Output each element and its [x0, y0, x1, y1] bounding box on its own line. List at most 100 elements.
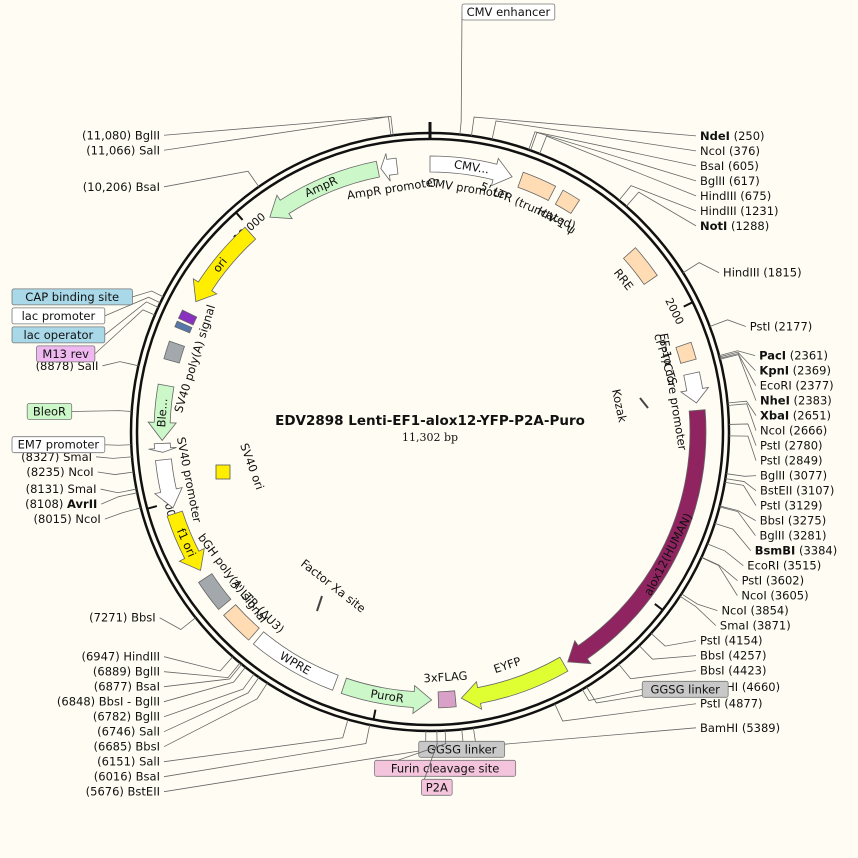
site-right-11: EcoRI (2377) [760, 379, 834, 393]
feature-9 [340, 677, 433, 715]
site-leader-left-6 [100, 488, 137, 494]
site-right-13: XbaI (2651) [760, 409, 831, 423]
site-leader-left-9 [159, 617, 196, 630]
site-right-14: NcoI (2666) [760, 424, 827, 438]
boxed-label-5: CAP binding site [25, 290, 119, 304]
boxed-label-1: GGSG linker [650, 682, 720, 696]
site-right-9: PacI (2361) [759, 349, 828, 363]
site-right-8: PstI (2177) [750, 320, 813, 334]
site-leader-left-17 [163, 719, 349, 763]
site-leader-left-2 [163, 170, 260, 188]
boxed-leader-9 [71, 410, 132, 412]
site-leader-left-5 [97, 471, 134, 475]
boxed-label-10: EM7 promoter [18, 438, 100, 452]
feature-15 [148, 442, 177, 453]
boxed-label-8: M13 rev [42, 347, 89, 361]
site-leader-left-10 [163, 656, 234, 672]
site-left-6: (8131) SmaI [26, 482, 97, 496]
boxed-leader-8 [94, 309, 156, 355]
boxed-label-7: lac operator [24, 328, 94, 342]
boxed-leader-5 [132, 290, 164, 298]
inner-label-factor-xa: Factor Xa site [298, 556, 368, 615]
site-right-17: BglII (3077) [760, 469, 827, 483]
site-right-5: HindIII (1231) [700, 204, 779, 218]
boxed-label-bg-10 [11, 436, 106, 454]
site-leader-right-10 [719, 351, 756, 371]
site-leader-right-12 [719, 354, 757, 401]
site-left-15: (6746) SalI [97, 725, 160, 739]
feature-16 [147, 383, 177, 442]
site-left-4: (8327) SmaI [21, 450, 92, 464]
site-leader-right-5 [618, 185, 697, 212]
plasmid-title: EDV2898 Lenti-EF1-alox12-YFP-P2A-Puro [275, 413, 585, 429]
feature-2 [554, 189, 581, 215]
feature-13 [166, 510, 205, 572]
site-right-22: BsmBI (3384) [755, 544, 838, 558]
feature-18 [174, 320, 193, 334]
site-leader-right-23 [707, 543, 744, 566]
site-right-32: PstI (4877) [700, 697, 763, 711]
site-leader-right-3 [530, 132, 697, 182]
site-leader-right-16 [728, 435, 757, 461]
site-leader-right-2 [528, 131, 697, 167]
site-right-2: BsaI (605) [700, 159, 759, 173]
site-right-28: PstI (4154) [700, 634, 763, 648]
site-right-16: PstI (2849) [760, 454, 823, 468]
boxed-label-2: GGSG linker [427, 742, 497, 756]
site-leader-left-18 [163, 724, 371, 778]
site-leader-left-11 [163, 662, 241, 679]
boxed-label-bg-3 [374, 759, 517, 777]
site-leader-right-13 [727, 400, 757, 416]
site-leader-right-27 [679, 595, 717, 626]
site-left-9: (7271) BbsI [89, 611, 155, 625]
boxed-label-3: Furin cleavage site [391, 761, 499, 775]
feature-11 [223, 604, 260, 641]
boxed-leader-1 [581, 688, 643, 701]
boxed-leader-6 [104, 296, 161, 317]
site-left-2: (10,206) BsaI [83, 180, 160, 194]
feature-name-16: Ble... [154, 398, 170, 428]
site-leader-right-22 [714, 522, 752, 551]
feature-10 [252, 631, 339, 691]
boxed-label-0: CMV enhancer [467, 5, 551, 19]
site-leader-right-26 [681, 593, 718, 612]
feature-name-9: PuroR [370, 686, 405, 705]
site-leader-left-14 [163, 673, 255, 718]
site-leader-right-15 [728, 423, 757, 446]
feature-17 [163, 340, 186, 364]
site-leader-right-30 [618, 663, 697, 680]
boxed-label-bg-1 [641, 680, 729, 698]
site-right-33: BamHI (5389) [700, 721, 780, 735]
feature-14 [153, 458, 183, 509]
site-left-17: (6151) SalI [97, 755, 160, 769]
boxed-label-bg-9 [26, 403, 73, 420]
feature-name-0: CMV... [453, 157, 490, 176]
site-left-14: (6782) BglII [93, 710, 160, 724]
boxed-label-6: lac promoter [22, 309, 96, 323]
site-right-27: SmaI (3871) [720, 619, 791, 633]
site-right-1: NcoI (376) [700, 144, 760, 158]
tick-1 [654, 603, 664, 611]
site-leader-right-20 [719, 505, 756, 521]
site-leader-left-3 [102, 361, 139, 367]
kozak-mark [639, 397, 649, 409]
site-right-29: BbsI (4257) [700, 649, 766, 663]
boxed-leader-10 [104, 444, 132, 446]
feature-4 [675, 341, 697, 364]
feature-21 [269, 160, 380, 220]
site-right-21: BglII (3281) [759, 529, 826, 543]
site-leader-left-12 [163, 663, 242, 688]
site-leader-left-4 [95, 456, 133, 459]
site-right-7: HindIII (1815) [723, 266, 802, 280]
feature-label-7: EYFP [492, 654, 523, 676]
plasmid-size: 11,302 bp [402, 431, 458, 444]
feature-0 [429, 155, 513, 187]
site-leader-right-4 [539, 135, 697, 197]
site-right-4: HindIII (675) [700, 189, 771, 203]
site-leader-right-24 [701, 556, 738, 581]
site-left-10: (6947) HindIII [81, 650, 160, 664]
site-leader-right-18 [725, 478, 757, 491]
site-leader-right-14 [727, 403, 757, 431]
